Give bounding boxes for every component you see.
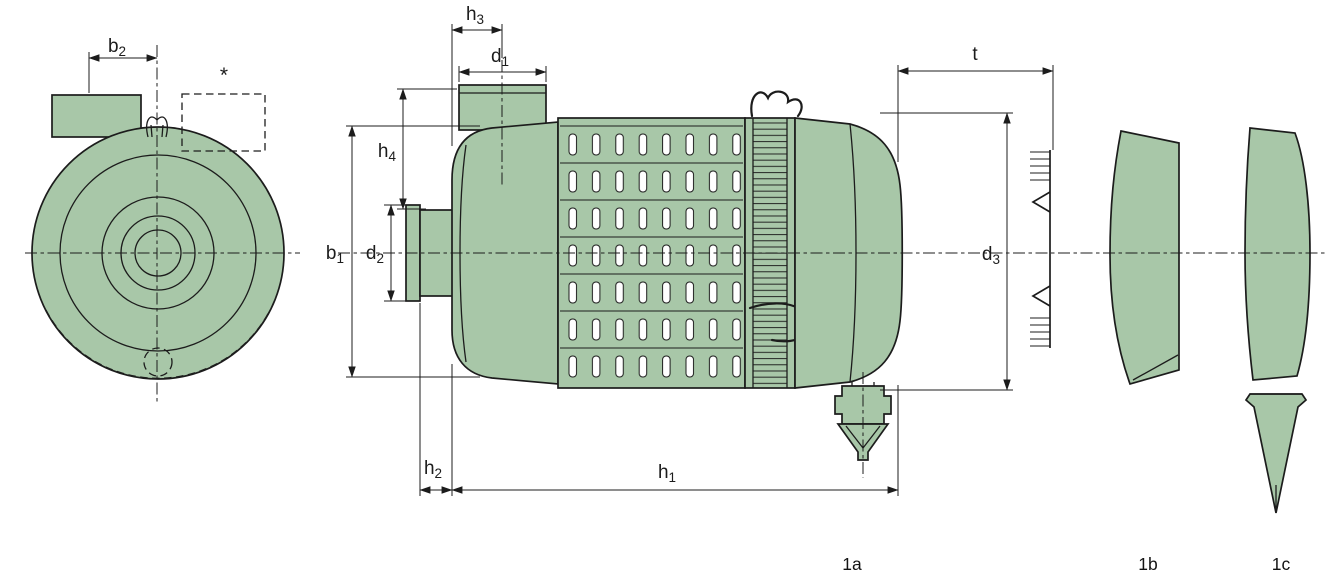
dim-label-b1: b1 <box>326 243 344 266</box>
dim-label-b2: b2 <box>108 36 126 59</box>
dim-label-d3: d3 <box>982 244 1000 267</box>
part-1b-view <box>1109 129 1180 386</box>
louver-band-lines <box>560 125 743 349</box>
dim-label-h4: h4 <box>378 141 397 164</box>
asterisk-annotation: * <box>220 64 228 87</box>
dim-label-h1: h1 <box>658 462 676 485</box>
valve-cover-body <box>1244 127 1311 381</box>
band-profile-ridges <box>1030 151 1050 347</box>
part-labels: 1a 1b 1c <box>842 554 1290 574</box>
valve-cone <box>1244 393 1308 514</box>
clamp-band-profile <box>1030 150 1051 348</box>
part-1c-view <box>1244 127 1311 514</box>
cover-body <box>1109 129 1180 386</box>
drawing-root: b2 h3 d1 t h4 b1 d2 d3 h2 h1 * 1a 1b 1c <box>25 4 1325 574</box>
top-latch-clip <box>750 90 803 118</box>
part-label-1c: 1c <box>1272 554 1291 574</box>
front-view <box>31 93 285 380</box>
centerlines <box>25 45 1325 478</box>
louver-slots <box>562 126 742 384</box>
outlet-ring-3 <box>134 229 182 277</box>
dim-label-h3: h3 <box>466 4 484 27</box>
hidden-drain-circle <box>143 347 173 377</box>
mounting-flange <box>51 94 142 138</box>
hidden-bottom-arc <box>45 309 271 379</box>
dim-label-t: t <box>972 44 978 65</box>
dust-valve-slit <box>845 425 881 449</box>
dim-label-d2: d2 <box>366 243 384 266</box>
dim-label-h2: h2 <box>424 458 442 481</box>
band-profile-hooks <box>1031 191 1051 307</box>
part-label-1b: 1b <box>1138 554 1157 574</box>
optional-attachment-outline <box>181 93 266 152</box>
dim-label-d1: d1 <box>491 46 509 69</box>
cover-crease <box>1132 354 1179 381</box>
dimensions: b2 h3 d1 t h4 b1 d2 d3 h2 h1 * <box>88 4 1054 496</box>
part-label-1a: 1a <box>842 554 862 574</box>
